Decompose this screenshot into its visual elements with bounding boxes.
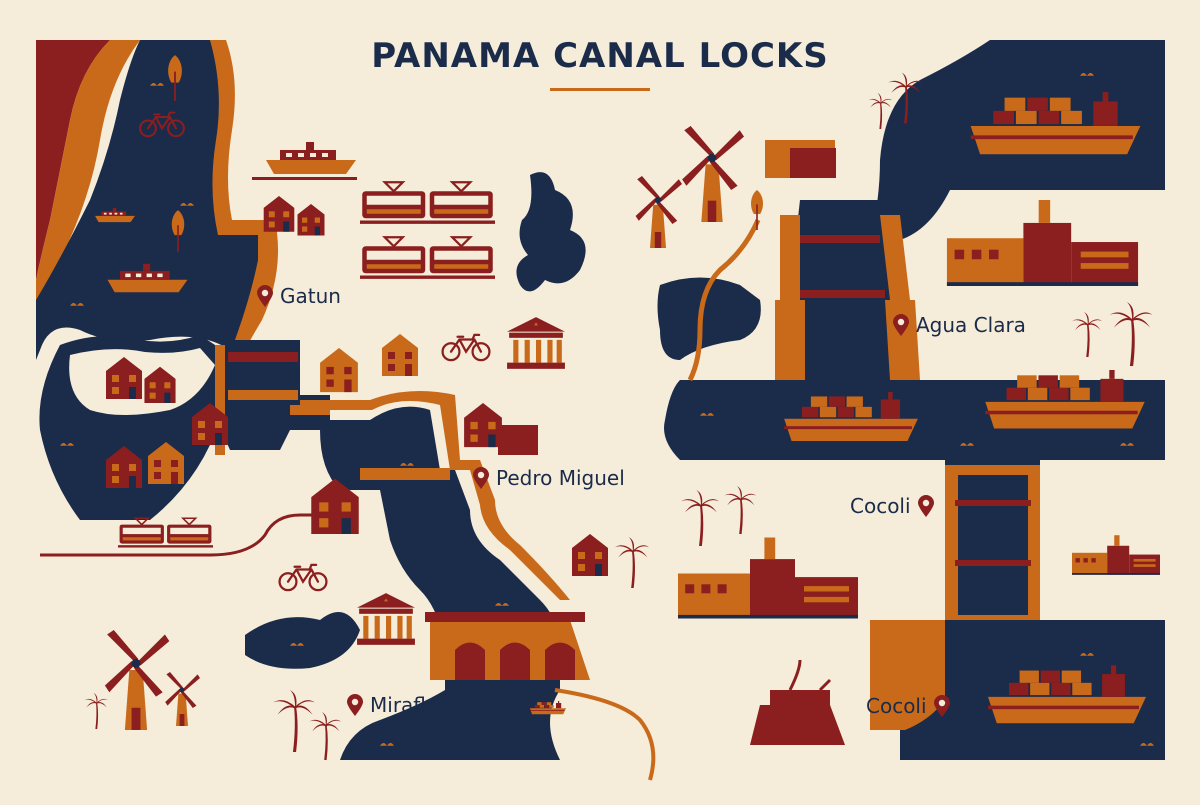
palm-tree-icon [615, 537, 649, 588]
lock-wall [228, 390, 298, 400]
house-icon [464, 403, 502, 448]
palm-tree-icon [273, 690, 315, 752]
silo-building [790, 148, 836, 178]
location-cocoli-upper[interactable]: Cocoli [850, 494, 935, 518]
ferry-icon [266, 142, 356, 174]
cocoli-gate [955, 560, 1031, 566]
windmill-icon [635, 176, 682, 248]
miraflores-arch [455, 642, 575, 680]
factory-icon [678, 537, 858, 619]
location-label: Agua Clara [916, 313, 1026, 337]
map-title: PANAMA CANAL LOCKS [371, 36, 829, 76]
miraflores-bridge [425, 612, 585, 622]
bicycle-icon [441, 333, 491, 362]
windmill-icon [682, 126, 744, 222]
right-loop-water [657, 277, 761, 360]
title-underline [550, 88, 650, 91]
small-building [498, 425, 538, 455]
house-icon [320, 348, 358, 393]
southwest-lake [245, 612, 360, 669]
location-pin-icon [473, 467, 489, 489]
bicycle-icon [278, 563, 328, 592]
location-pin-icon [893, 314, 909, 336]
location-pin-icon [347, 694, 363, 716]
agua-clara-walls [775, 215, 920, 380]
location-label: Pedro Miguel [496, 466, 625, 490]
palm-tree-icon [724, 486, 756, 534]
windmill-icon [165, 672, 200, 726]
temple-icon [357, 593, 415, 645]
central-lake [516, 172, 586, 292]
agua-clara-gate [800, 235, 880, 243]
canal-upper [221, 340, 560, 650]
orange-riverbank [210, 40, 279, 350]
palm-tree-icon [1109, 302, 1153, 366]
windmill-icon [104, 630, 170, 730]
lock-wall [228, 352, 298, 362]
coastline-land-red [36, 40, 110, 280]
lower-right-bank [870, 620, 945, 730]
agua-clara-gate [800, 290, 885, 298]
location-gatun[interactable]: Gatun [256, 284, 341, 308]
container-ship-icon [985, 370, 1145, 429]
location-label: Cocoli [866, 694, 927, 718]
palm-tree-icon [309, 712, 341, 760]
house-icon [572, 534, 608, 576]
canal-bank-orange [300, 391, 570, 600]
house-icon [297, 204, 325, 236]
location-label: Gatun [280, 284, 341, 308]
location-label: Cocoli [850, 494, 911, 518]
lock-wall [215, 345, 225, 455]
red-road [40, 513, 330, 557]
location-cocoli-lower[interactable]: Cocoli [866, 694, 951, 718]
factory-icon [1072, 535, 1160, 575]
cocoli-chamber [958, 475, 1028, 615]
coastline-land-orange [36, 40, 140, 300]
lock-gate-icon [750, 690, 845, 745]
ferry-rail [252, 177, 357, 180]
location-pin-icon [257, 285, 273, 307]
palm-tree-icon [681, 490, 719, 546]
temple-icon [507, 317, 565, 369]
lock-wall [360, 468, 450, 480]
tram-icon [360, 236, 495, 280]
house-icon [263, 196, 295, 232]
palm-tree-icon [84, 693, 108, 729]
palm-tree-icon [1072, 312, 1102, 357]
location-label: Miraflores [370, 693, 469, 717]
left-sandbar [69, 348, 215, 415]
coastal-water [36, 40, 264, 360]
orange-road [554, 688, 656, 781]
orange-river-right [687, 219, 761, 382]
location-pin-icon [933, 695, 950, 717]
lock-gate-icon [788, 659, 832, 692]
location-agua-clara[interactable]: Agua Clara [892, 313, 1026, 337]
factory-icon [946, 200, 1139, 286]
tram-icon [118, 517, 213, 549]
location-miraflores[interactable]: Miraflores [346, 693, 469, 717]
location-pin-icon [917, 495, 934, 517]
house-icon [382, 334, 418, 376]
location-pedro-miguel[interactable]: Pedro Miguel [472, 466, 625, 490]
tree-icon [751, 190, 763, 230]
cocoli-gate [955, 500, 1031, 506]
tram-icon [360, 181, 495, 225]
